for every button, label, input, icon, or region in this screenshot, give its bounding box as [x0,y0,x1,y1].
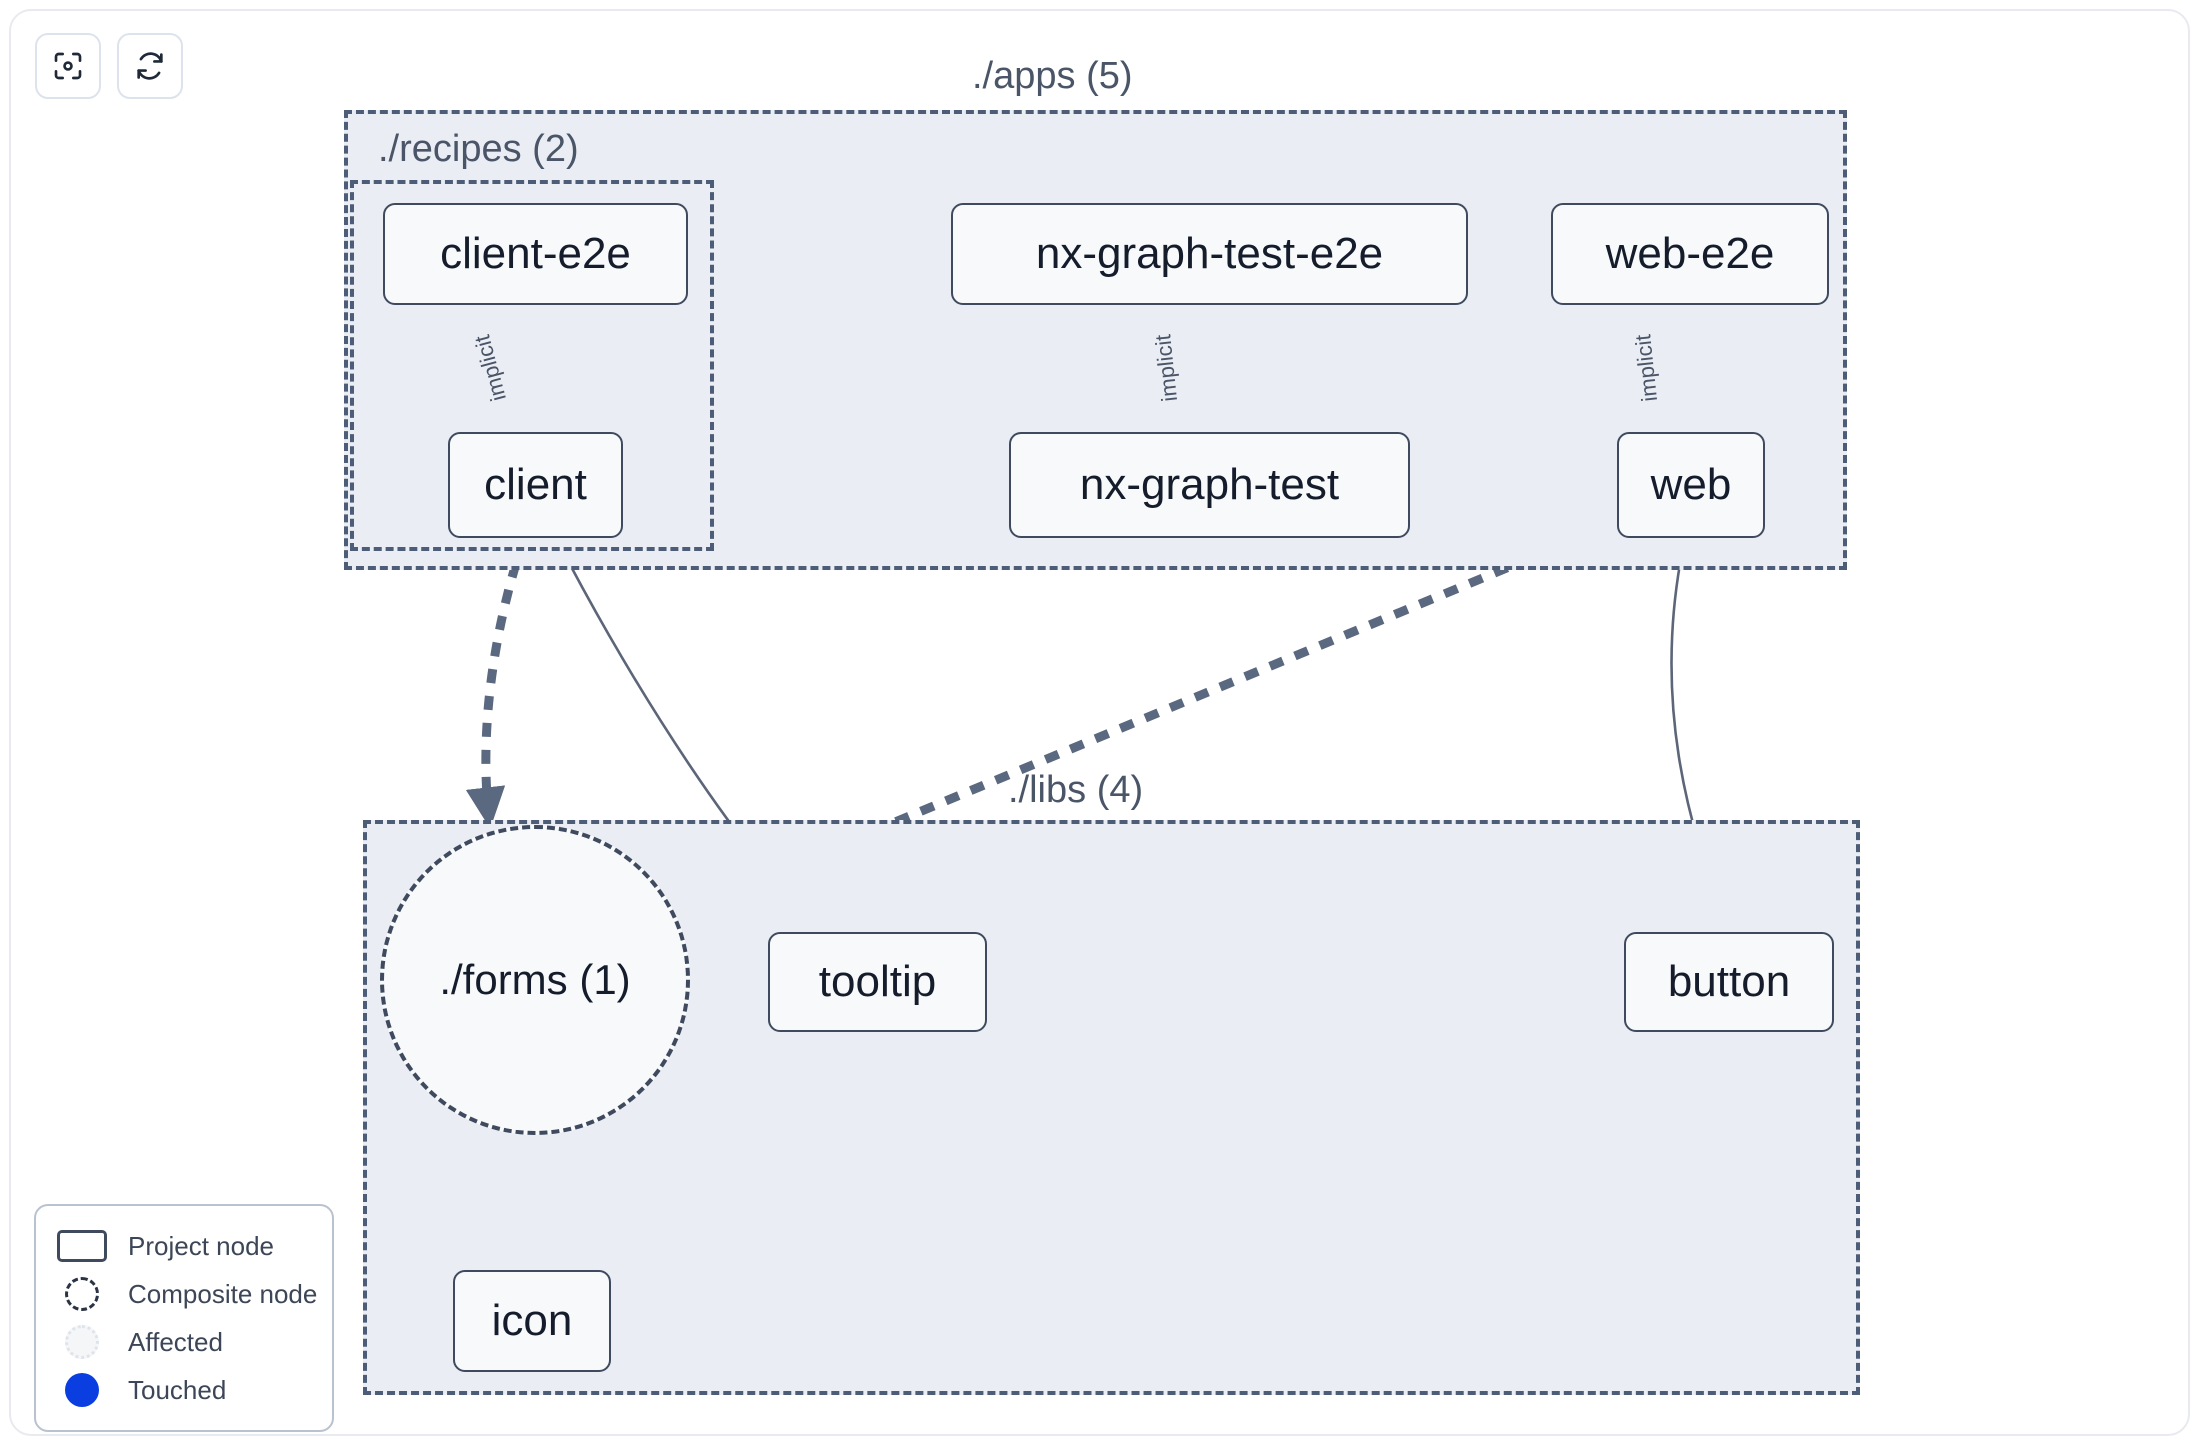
graph-node-label: nx-graph-test [1079,460,1340,509]
graph-node-nx-graph-test-e2e[interactable]: nx-graph-test-e2e [951,203,1468,305]
graph-node-label: icon [491,1296,573,1345]
graph-legend: Project node Composite node Affected Tou… [34,1204,334,1432]
group-label-apps: ./apps (5) [972,55,1133,97]
graph-node-label: ./forms (1) [439,956,631,1003]
graph-node-client[interactable]: client [448,432,623,538]
graph-node-label: web [1650,460,1732,509]
graph-node-button[interactable]: button [1624,932,1834,1032]
graph-node-label: client-e2e [440,229,631,278]
refresh-button[interactable] [117,33,183,99]
graph-node-web-e2e[interactable]: web-e2e [1551,203,1829,305]
graph-toolbar [35,33,183,99]
touched-node-icon [54,1373,110,1407]
group-label-libs: ./libs (4) [1008,769,1144,811]
graph-node-label: tooltip [818,957,937,1006]
legend-item-affected: Affected [54,1318,312,1366]
legend-item-project-node: Project node [54,1222,312,1270]
graph-node-label: button [1667,957,1791,1006]
graph-node-web[interactable]: web [1617,432,1765,538]
graph-node-forms[interactable]: ./forms (1) [380,825,690,1135]
graph-node-nx-graph-test[interactable]: nx-graph-test [1009,432,1410,538]
refresh-icon [134,50,166,82]
legend-label: Affected [128,1326,223,1357]
graph-node-label: client [484,460,587,509]
legend-label: Composite node [128,1278,318,1309]
focus-target-button[interactable] [35,33,101,99]
affected-node-icon [54,1325,110,1359]
composite-node-icon [54,1277,110,1311]
graph-node-tooltip[interactable]: tooltip [768,932,987,1032]
focus-target-icon [52,50,84,82]
project-node-icon [54,1230,110,1262]
graph-node-icon[interactable]: icon [453,1270,611,1372]
legend-label: Project node [128,1230,274,1261]
legend-item-touched: Touched [54,1366,312,1414]
group-label-recipes: ./recipes (2) [378,128,579,170]
graph-node-label: web-e2e [1605,229,1775,278]
legend-item-composite-node: Composite node [54,1270,317,1318]
legend-label: Touched [128,1374,227,1405]
graph-node-label: nx-graph-test-e2e [1035,229,1384,278]
graph-node-client-e2e[interactable]: client-e2e [383,203,688,305]
